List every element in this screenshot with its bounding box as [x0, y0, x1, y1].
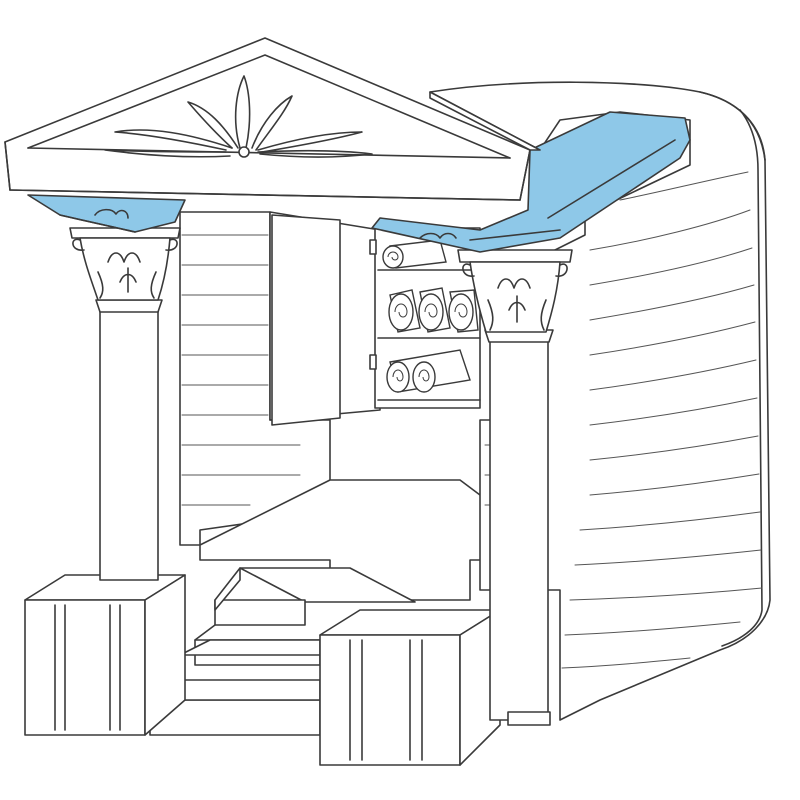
step-3: [239, 567, 416, 603]
rear-entablature: [429, 91, 541, 151]
left-plinth: [24, 574, 186, 736]
left-column-shaft: [99, 309, 159, 581]
scroll-bottom-2: [412, 361, 436, 393]
right-column: [457, 249, 573, 726]
scroll-middle-3: [448, 289, 479, 333]
highlighted-architrave-left: [27, 194, 186, 233]
pediment-rosette: [104, 75, 373, 158]
niche-door: [271, 214, 341, 426]
left-inner-wall: [179, 211, 331, 546]
right-plinth: [319, 609, 501, 766]
right-column-shaft: [489, 339, 549, 721]
left-corinthian-capital: [69, 227, 181, 301]
wall-courses: [561, 171, 763, 669]
scroll-top: [382, 239, 447, 269]
scroll-middle-1: [388, 289, 421, 333]
curved-apse-wall: [429, 81, 771, 721]
scroll-middle-2: [418, 287, 451, 333]
left-column: [69, 227, 181, 581]
highlighted-cornice-right: [371, 111, 691, 253]
pediment: [4, 37, 531, 201]
right-corinthian-capital: [457, 249, 573, 333]
